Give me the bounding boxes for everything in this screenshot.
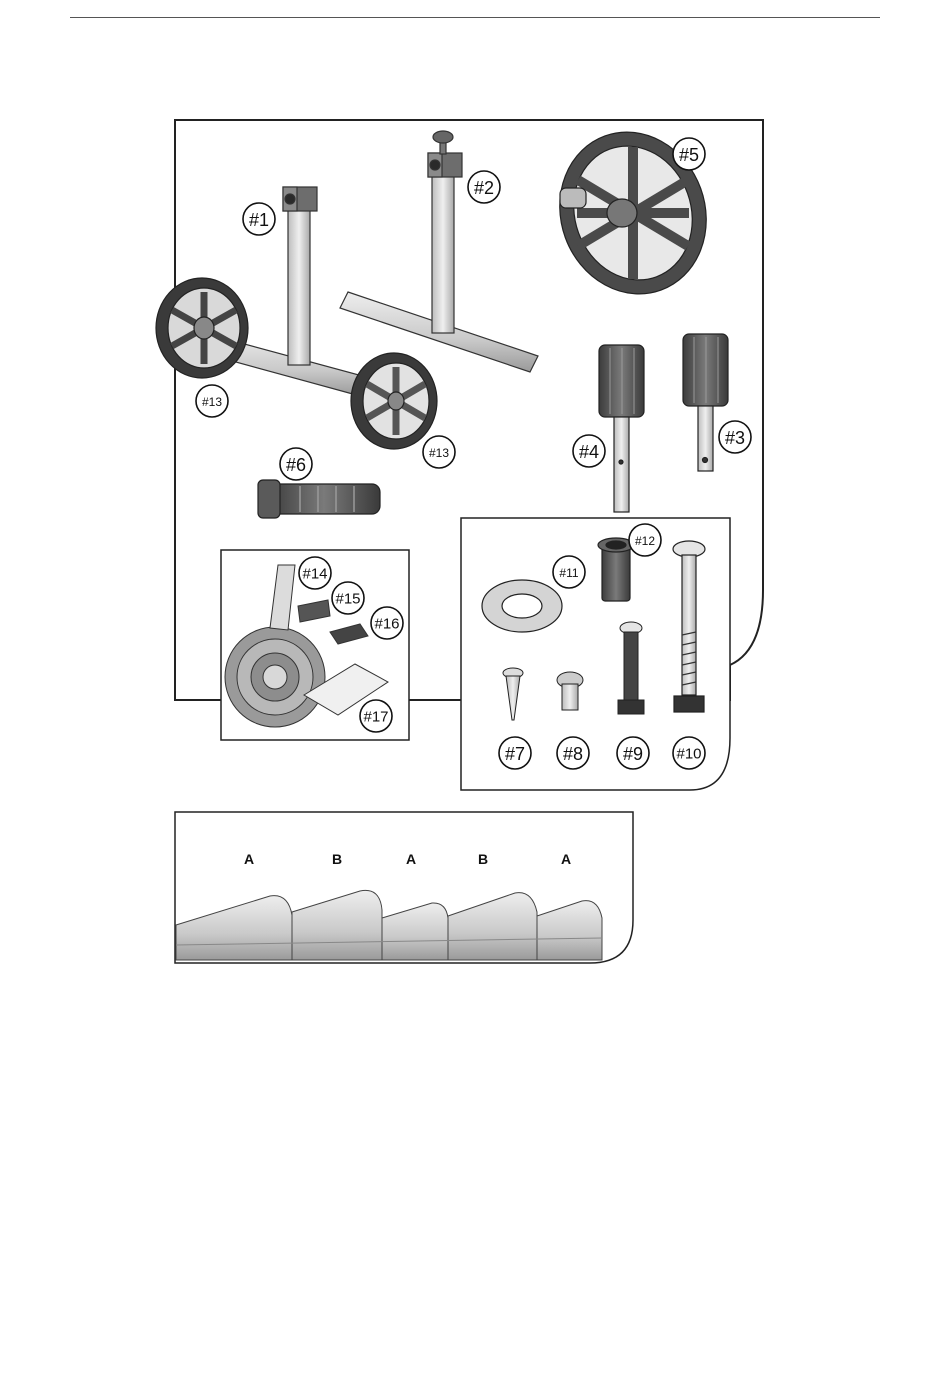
label-8: #8: [563, 744, 583, 764]
label-6: #6: [286, 455, 306, 475]
segment-label-2: B: [332, 851, 342, 867]
segment-label-3: A: [406, 851, 416, 867]
label-7: #7: [505, 744, 525, 764]
axle: [258, 480, 380, 518]
washer: [482, 580, 562, 632]
wheel-right: [351, 353, 437, 449]
label-16: #16: [374, 616, 399, 633]
bushing: [598, 538, 634, 601]
label-15: #15: [335, 591, 360, 608]
label-11: #11: [559, 566, 578, 580]
label-10: #10: [676, 746, 701, 763]
label-12: #12: [635, 534, 655, 548]
segment-label-5: A: [561, 851, 571, 867]
label-9: #9: [623, 744, 643, 764]
label-1: #1: [249, 210, 269, 230]
label-3: #3: [725, 428, 745, 448]
label-17: #17: [363, 709, 388, 726]
adaptor-3: [683, 334, 728, 471]
adaptor-4: [599, 345, 644, 512]
wheel-left: [156, 278, 248, 378]
segment-label-4: B: [478, 851, 488, 867]
segment-label-1: A: [244, 851, 254, 867]
label-13a: #13: [202, 395, 222, 409]
label-2: #2: [474, 178, 494, 198]
label-14: #14: [302, 566, 327, 583]
label-4: #4: [579, 442, 599, 462]
label-5: #5: [679, 145, 699, 165]
label-13b: #13: [429, 446, 449, 460]
